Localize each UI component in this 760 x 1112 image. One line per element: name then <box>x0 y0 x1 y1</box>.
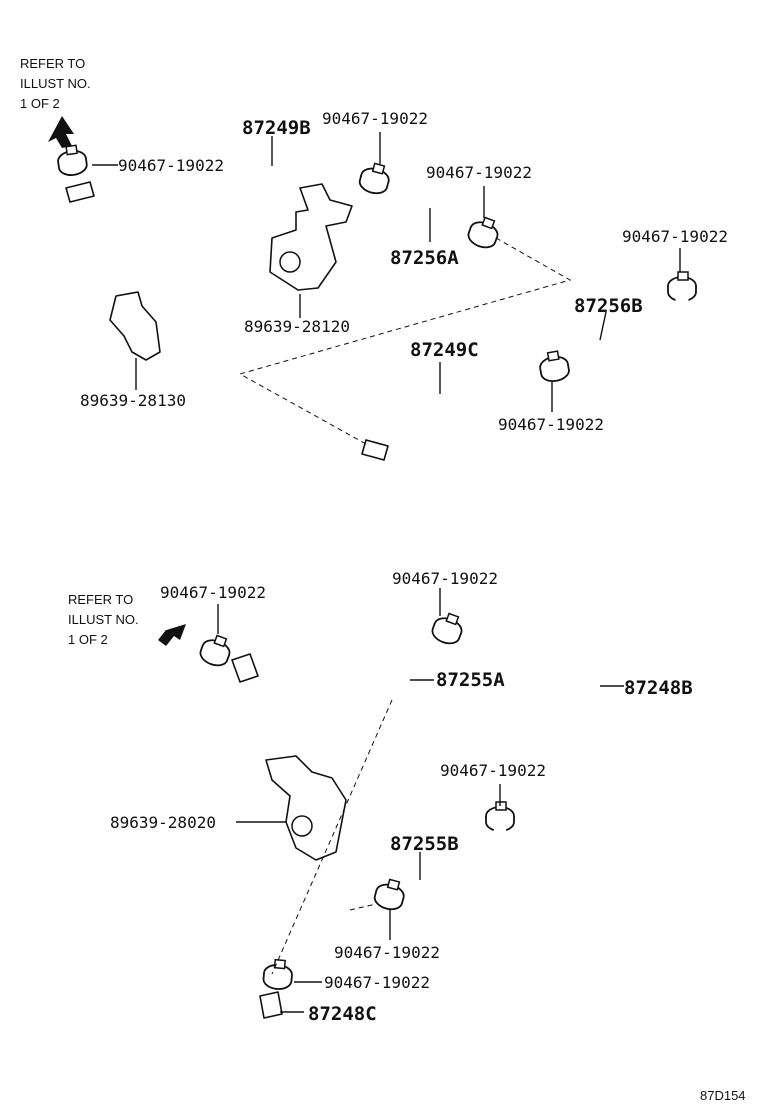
label-87255b: 87255B <box>390 833 459 855</box>
clamp-icon[interactable] <box>356 159 394 198</box>
hose-87248b[interactable] <box>239 600 597 752</box>
leader-lines <box>92 132 681 412</box>
upper-assembly: REFER TO ILLUST NO. 1 OF 2 <box>20 56 728 473</box>
hose-87248c[interactable] <box>117 903 347 1045</box>
label-87256a: 87256A <box>390 247 459 269</box>
lower-assembly: REFER TO ILLUST NO. 1 OF 2 <box>68 569 693 1045</box>
label-clamp: 90467-19022 <box>440 761 546 780</box>
bracket-89639-28120[interactable] <box>269 183 353 291</box>
label-87249b: 87249B <box>242 117 311 139</box>
arrow-icon <box>158 624 186 646</box>
hose-87249b[interactable] <box>73 153 347 286</box>
lower-refer-line-3: 1 OF 2 <box>68 632 108 647</box>
hose-87255b[interactable] <box>401 825 507 904</box>
label-clamp: 90467-19022 <box>334 943 440 962</box>
guide-line <box>271 699 393 975</box>
arrow-icon <box>48 116 74 148</box>
hose-fitting <box>65 181 95 203</box>
clamp-icon[interactable] <box>371 875 409 914</box>
label-87248c: 87248C <box>308 1003 377 1025</box>
label-clamp: 90467-19022 <box>322 109 428 128</box>
label-clamp: 90467-19022 <box>118 156 224 175</box>
label-clamp: 90467-19022 <box>160 583 266 602</box>
clamp-icon[interactable] <box>261 957 295 992</box>
label-clamp: 90467-19022 <box>498 415 604 434</box>
hose-87256b[interactable] <box>579 293 689 363</box>
clamp-icon[interactable] <box>196 631 235 670</box>
figure-code: 87D154 <box>700 1088 746 1103</box>
clamp-icon[interactable] <box>55 143 89 178</box>
label-87248b: 87248B <box>624 677 693 699</box>
label-89639-28020: 89639-28020 <box>110 813 216 832</box>
guide-line <box>238 237 572 445</box>
upper-refer-line-1: REFER TO <box>20 56 85 71</box>
hose-fitting <box>231 653 259 683</box>
hose-87249c[interactable] <box>298 367 533 473</box>
leader-lines <box>217 588 624 1013</box>
label-87249c: 87249C <box>410 339 479 361</box>
hose-fitting <box>259 991 283 1019</box>
label-89639-28130: 89639-28130 <box>80 391 186 410</box>
label-87256b: 87256B <box>574 295 643 317</box>
lower-refer-line-2: ILLUST NO. <box>68 612 139 627</box>
hose-87255a[interactable] <box>385 641 431 701</box>
label-87255a: 87255A <box>436 669 505 691</box>
upper-refer-line-3: 1 OF 2 <box>20 96 60 111</box>
hose-fitting <box>361 439 389 461</box>
clamp-icon[interactable] <box>428 609 467 648</box>
upper-refer-line-2: ILLUST NO. <box>20 76 91 91</box>
hose-87256a[interactable] <box>388 179 477 233</box>
label-clamp: 90467-19022 <box>426 163 532 182</box>
label-clamp: 90467-19022 <box>622 227 728 246</box>
label-89639-28120: 89639-28120 <box>244 317 350 336</box>
bracket-89639-28020[interactable] <box>265 755 347 861</box>
lower-refer-line-1: REFER TO <box>68 592 133 607</box>
clamp-icon[interactable] <box>536 348 572 385</box>
bracket-89639-28130[interactable] <box>109 291 161 361</box>
label-clamp: 90467-19022 <box>392 569 498 588</box>
label-clamp: 90467-19022 <box>324 973 430 992</box>
